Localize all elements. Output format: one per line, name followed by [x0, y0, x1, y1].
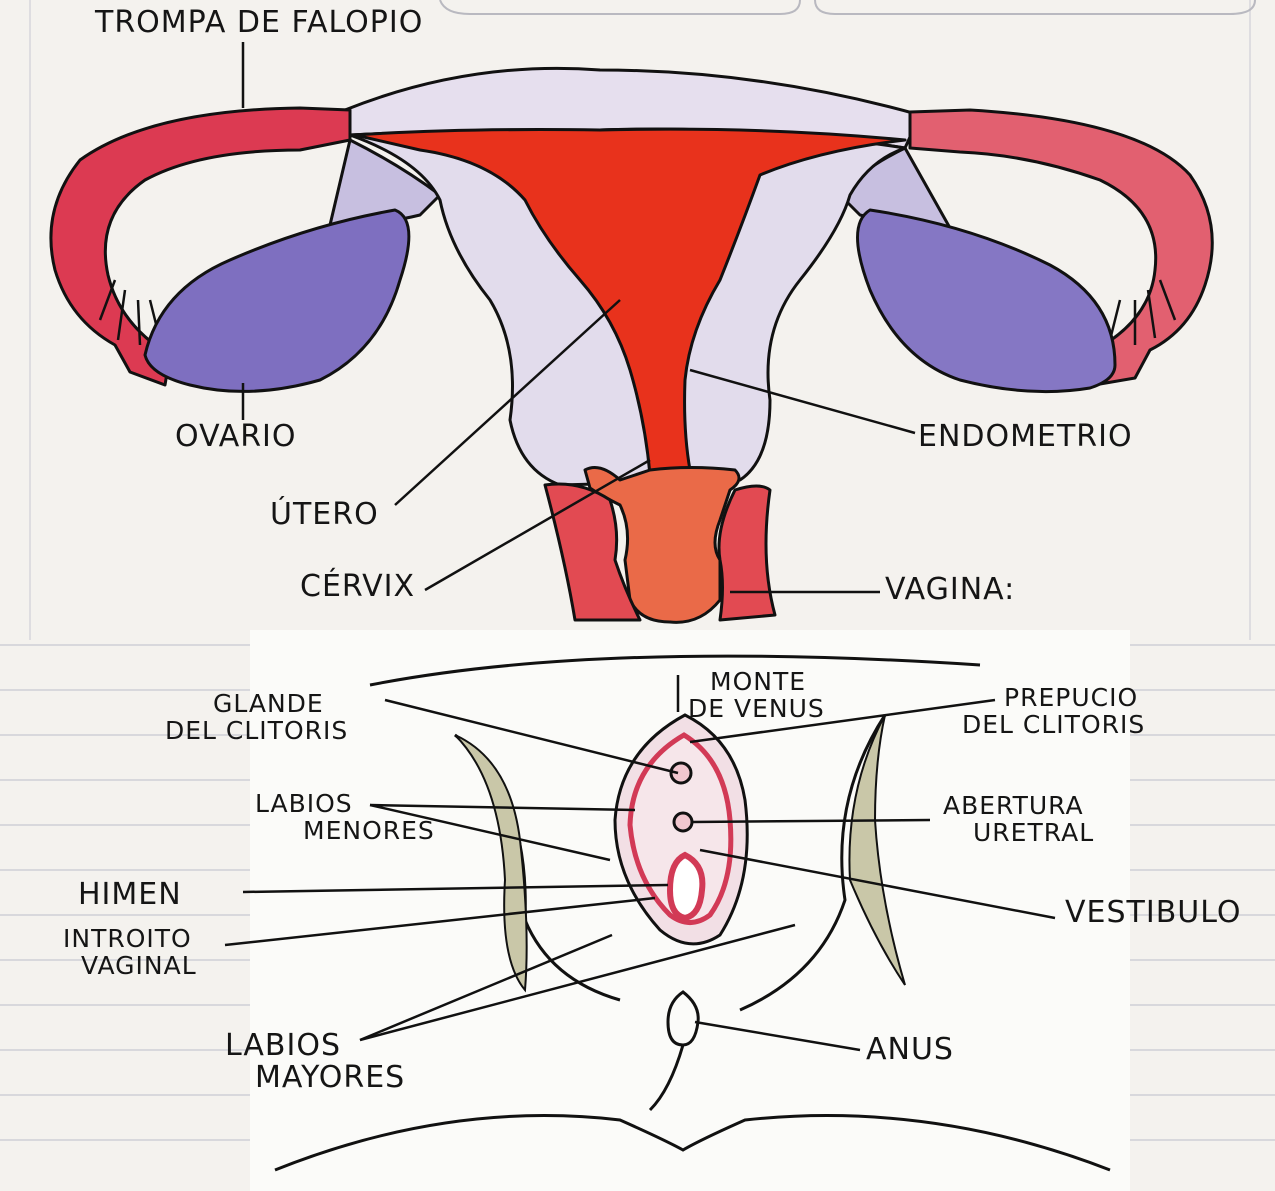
label-abertura-uretral: ABERTURA URETRAL	[943, 792, 1094, 846]
right-ovary	[858, 210, 1116, 392]
label-monte-line2: DE VENUS	[688, 695, 825, 722]
label-utero: ÚTERO	[270, 500, 379, 530]
label-monte-de-venus: MONTE DE VENUS	[688, 668, 825, 722]
urethral-opening	[674, 813, 692, 831]
label-glande-line2: DEL CLITORIS	[165, 717, 348, 744]
label-introito-line2: VAGINAL	[63, 952, 197, 979]
label-glande-del-clitoris: GLANDE DEL CLITORIS	[165, 690, 348, 744]
label-trompa-de-falopio: TROMPA DE FALOPIO	[95, 8, 423, 38]
vaginal-wall-right	[719, 486, 775, 620]
vaginal-opening	[670, 855, 702, 918]
label-endometrio: ENDOMETRIO	[918, 422, 1133, 452]
label-labios-menores: LABIOS MENORES	[255, 790, 435, 844]
label-monte-line1: MONTE	[688, 668, 825, 695]
label-vagina: VAGINA:	[885, 575, 1015, 605]
label-labios-menores-line1: LABIOS	[255, 790, 435, 817]
label-labios-menores-line2: MENORES	[255, 817, 435, 844]
label-glande-line1: GLANDE	[165, 690, 348, 717]
label-labios-mayores: LABIOS MAYORES	[225, 1030, 405, 1094]
label-prepucio-line2: DEL CLITORIS	[962, 711, 1145, 738]
left-ovary	[145, 210, 409, 391]
label-introito-vaginal: INTROITO VAGINAL	[63, 925, 197, 979]
label-himen: HIMEN	[78, 880, 182, 910]
page-top-edge	[440, 0, 1255, 14]
label-labios-mayores-line1: LABIOS	[225, 1030, 405, 1062]
label-abertura-line1: ABERTURA	[943, 792, 1094, 819]
label-prepucio-del-clitoris: PREPUCIO DEL CLITORIS	[962, 684, 1145, 738]
label-cervix: CÉRVIX	[300, 572, 415, 602]
internal-organs	[51, 68, 1212, 622]
label-anus: ANUS	[866, 1035, 954, 1065]
label-introito-line1: INTROITO	[63, 925, 197, 952]
label-vestibulo: VESTIBULO	[1065, 898, 1242, 928]
label-ovario: OVARIO	[175, 422, 297, 452]
label-abertura-line2: URETRAL	[943, 819, 1094, 846]
label-labios-mayores-line2: MAYORES	[225, 1062, 405, 1094]
label-prepucio-line1: PREPUCIO	[962, 684, 1145, 711]
